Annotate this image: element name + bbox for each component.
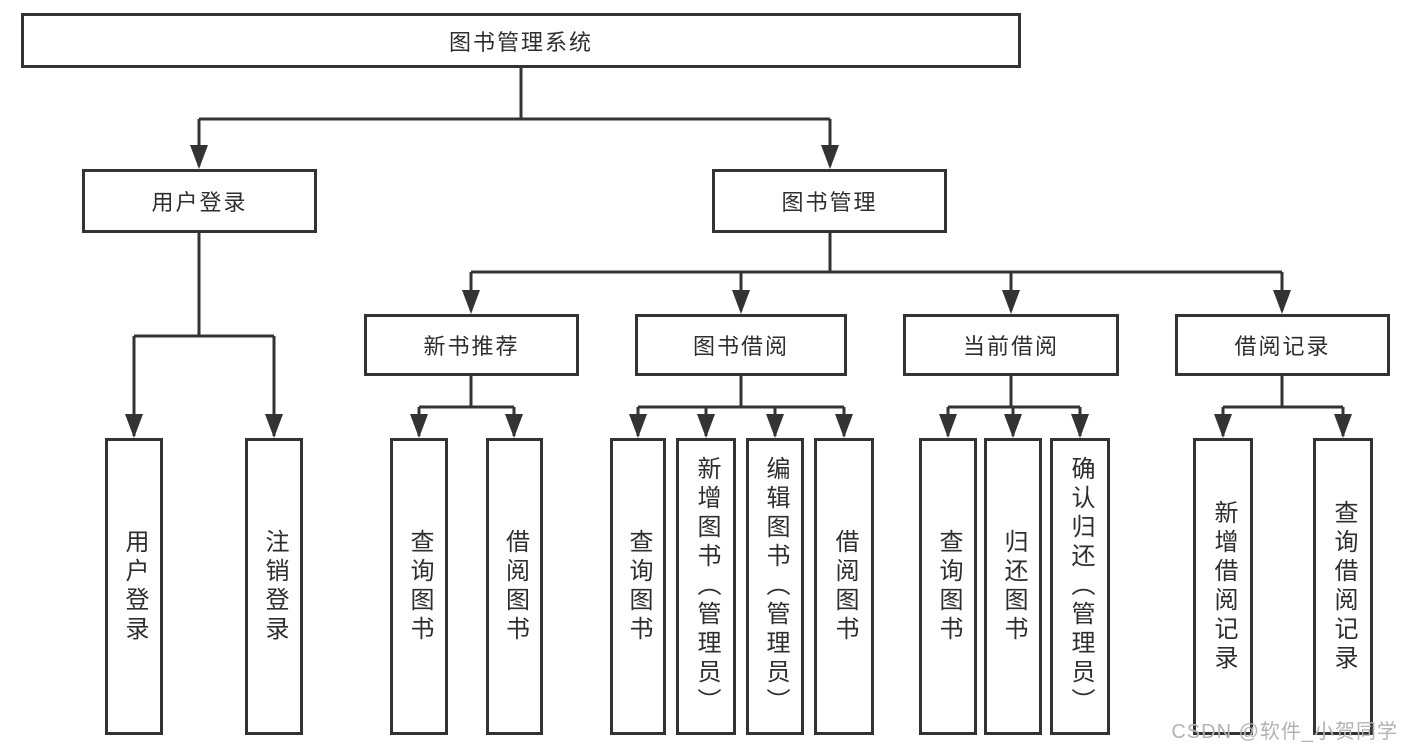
arrowhead-icon — [1004, 414, 1022, 438]
leaf-logout: 注销登录 — [245, 438, 303, 735]
node-book-management: 图书管理 — [712, 169, 947, 233]
arrowhead-icon — [462, 290, 480, 314]
node-new-book-recommendation: 新书推荐 — [364, 314, 579, 376]
arrowhead-icon — [125, 414, 143, 438]
arrowhead-icon — [1071, 414, 1089, 438]
leaf-query-books-recommend: 查询图书 — [390, 438, 448, 735]
leaf-borrow-books-borrowing: 借阅图书 — [814, 438, 874, 735]
arrowhead-icon — [265, 414, 283, 438]
leaf-borrow-books-recommend: 借阅图书 — [486, 438, 543, 735]
arrowhead-icon — [410, 414, 428, 438]
leaf-query-borrow-record: 查询借阅记录 — [1313, 438, 1373, 735]
leaf-query-books-borrowing: 查询图书 — [610, 438, 666, 735]
leaf-confirm-return-admin: 确认归还（管理员） — [1050, 438, 1110, 735]
arrowhead-icon — [1002, 290, 1020, 314]
node-book-borrowing: 图书借阅 — [635, 314, 847, 376]
connector-book-borrow-children — [636, 376, 846, 436]
leaf-edit-books-admin: 编辑图书（管理员） — [746, 438, 804, 735]
connector-book-management-to-level2 — [469, 233, 1284, 311]
leaf-query-books-current: 查询图书 — [919, 438, 977, 735]
node-borrowing-records: 借阅记录 — [1175, 314, 1390, 376]
arrowhead-icon — [1334, 414, 1352, 438]
arrowheads — [125, 145, 1352, 438]
leaf-return-books: 归还图书 — [984, 438, 1042, 735]
arrowhead-icon — [1273, 290, 1291, 314]
leaf-add-books-admin: 新增图书（管理员） — [676, 438, 736, 735]
arrowhead-icon — [190, 145, 208, 169]
arrowhead-icon — [766, 414, 784, 438]
csdn-watermark: CSDN @软件_小贺同学 — [1171, 721, 1398, 743]
node-library-management-system: 图书管理系统 — [21, 13, 1021, 68]
arrowhead-icon — [697, 414, 715, 438]
leaf-add-borrow-record: 新增借阅记录 — [1193, 438, 1253, 735]
connector-root-to-level1 — [197, 68, 832, 166]
arrowhead-icon — [732, 290, 750, 314]
arrowhead-icon — [835, 414, 853, 438]
arrowhead-icon — [821, 145, 839, 169]
connector-user-login-children — [132, 233, 276, 436]
arrowhead-icon — [939, 414, 957, 438]
node-user-login: 用户登录 — [82, 169, 317, 233]
arrowhead-icon — [505, 414, 523, 438]
connector-new-book-children — [417, 376, 516, 436]
arrowhead-icon — [1214, 414, 1232, 438]
connector-borrow-records-children — [1221, 376, 1345, 436]
leaf-user-login: 用户登录 — [105, 438, 163, 735]
arrowhead-icon — [629, 414, 647, 438]
node-current-borrowing: 当前借阅 — [903, 314, 1119, 376]
